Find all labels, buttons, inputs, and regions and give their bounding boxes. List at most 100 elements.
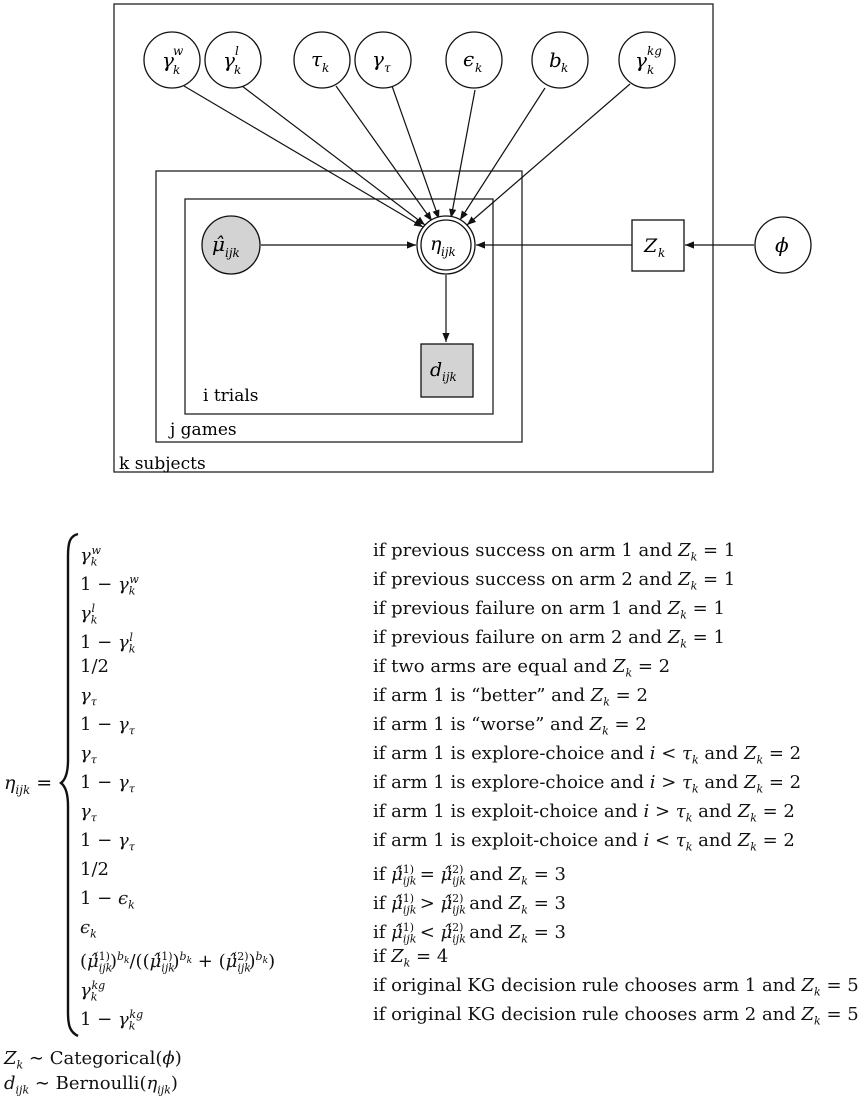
param-node-tau: τ k <box>293 31 351 89</box>
svg-text:k: k <box>475 61 482 75</box>
svg-text:k: k <box>561 61 568 75</box>
parameter-edges <box>183 83 631 228</box>
case-row: γkw if previous success on arm 1 and Zk … <box>80 536 735 569</box>
svg-text:w: w <box>173 44 184 58</box>
case-value: 1/2 <box>80 656 109 677</box>
case-row: 1/2 if two arms are equal and Zk = 2 <box>80 652 670 681</box>
svg-text:μ̂: μ̂ <box>212 232 225 256</box>
case-value: (μ̂ijk(1))bk/((μ̂ijk(1))bk + (μ̂ijk(2))b… <box>80 950 276 975</box>
case-value: 1 − γτ <box>80 714 135 738</box>
case-value: γkw <box>80 544 101 569</box>
svg-text:ϵ: ϵ <box>463 47 474 71</box>
svg-text:ijk: ijk <box>441 245 456 259</box>
svg-text:kg: kg <box>647 44 662 58</box>
case-condition: if previous failure on arm 1 and Zk = 1 <box>373 598 725 622</box>
case-condition: if μ̂ijk(1) < μ̂ijk(2) and Zk = 3 <box>373 921 566 946</box>
svg-text:k: k <box>658 246 665 260</box>
case-condition: if original KG decision rule chooses arm… <box>373 1004 859 1028</box>
case-condition: if arm 1 is exploit-choice and i > τk an… <box>373 801 795 825</box>
plate-subjects <box>113 3 714 473</box>
case-condition: if μ̂ijk(1) > μ̂ijk(2) and Zk = 3 <box>373 892 566 917</box>
case-condition: if previous success on arm 2 and Zk = 1 <box>373 569 736 593</box>
param-node-gamma-w: γ w k <box>143 31 201 89</box>
param-node-gamma-kg: γ kg k <box>618 31 676 89</box>
svg-text:γ: γ <box>372 47 384 71</box>
case-brace <box>59 532 79 1038</box>
d-distribution: dijk ∼ Bernoulli(ηijk) <box>4 1073 178 1097</box>
plate-trials <box>184 198 494 415</box>
plate-label-trials: i trials <box>203 386 259 406</box>
equation-lhs: ηijk = <box>4 772 53 797</box>
case-condition: if Zk = 4 <box>373 946 449 970</box>
plate-games <box>155 170 523 443</box>
case-value: 1 − γkw <box>80 573 139 598</box>
graphical-model-diagram: i trials j games k subjects γ w k γ l k … <box>113 3 812 474</box>
case-condition: if arm 1 is exploit-choice and i < τk an… <box>373 830 795 854</box>
case-value: γkkg <box>80 979 106 1004</box>
svg-text:b: b <box>549 48 562 72</box>
svg-text:k: k <box>322 61 329 75</box>
case-row: 1 − γτ if arm 1 is “worse” and Zk = 2 <box>80 710 647 739</box>
node-z: Z k <box>631 219 685 272</box>
case-value: ϵk <box>80 917 97 941</box>
case-value: γτ <box>80 801 97 825</box>
z-distribution: Zk ∼ Categorical(ϕ) <box>4 1048 182 1072</box>
case-condition: if two arms are equal and Zk = 2 <box>373 656 671 680</box>
svg-text:k: k <box>234 63 241 77</box>
plate-label-games: j games <box>168 420 237 440</box>
case-condition: if arm 1 is explore-choice and i > τk an… <box>373 772 802 796</box>
svg-text:k: k <box>647 63 654 77</box>
svg-text:k: k <box>173 63 180 77</box>
case-condition: if arm 1 is “worse” and Zk = 2 <box>373 714 647 738</box>
svg-text:γ: γ <box>223 48 235 72</box>
svg-text:ijk: ijk <box>225 246 240 260</box>
svg-text:γ: γ <box>162 48 174 72</box>
eta-definition-equation: ηijk = γkw if previous success on arm 1 … <box>0 528 859 1100</box>
node-mu-hat: μ̂ ijk <box>201 215 261 275</box>
case-row: 1 − ϵk if μ̂ijk(1) > μ̂ijk(2) and Zk = 3 <box>80 884 566 917</box>
case-condition: if arm 1 is explore-choice and i < τk an… <box>373 743 802 767</box>
svg-text:Z: Z <box>643 235 658 257</box>
case-row: γτ if arm 1 is explore-choice and i < τk… <box>80 739 801 768</box>
node-d: d ijk <box>420 343 474 398</box>
case-row: 1 − γkkg if original KG decision rule ch… <box>80 1000 859 1033</box>
case-value: γτ <box>80 685 97 709</box>
case-value: γτ <box>80 743 97 767</box>
svg-text:τ: τ <box>384 61 391 75</box>
svg-text:d: d <box>430 359 442 381</box>
case-value: γkl <box>80 602 98 627</box>
case-condition: if μ̂ijk(1) = μ̂ijk(2) and Zk = 3 <box>373 863 566 888</box>
case-value: 1 − γτ <box>80 830 135 854</box>
case-value: 1 − ϵk <box>80 888 135 912</box>
case-row: γkkg if original KG decision rule choose… <box>80 971 859 1004</box>
case-value: 1 − γkl <box>80 631 136 656</box>
svg-text:l: l <box>235 44 239 58</box>
case-row: (μ̂ijk(1))bk/((μ̂ijk(1))bk + (μ̂ijk(2))b… <box>80 942 448 975</box>
param-node-gamma-tau: γ τ <box>354 31 412 89</box>
case-row: γkl if previous failure on arm 1 and Zk … <box>80 594 725 627</box>
case-row: 1 − γτ if arm 1 is explore-choice and i … <box>80 768 801 797</box>
case-row: γτ if arm 1 is “better” and Zk = 2 <box>80 681 648 710</box>
svg-text:η: η <box>430 233 442 255</box>
svg-text:τ: τ <box>311 47 323 71</box>
svg-text:ϕ: ϕ <box>775 233 789 257</box>
svg-text:ijk: ijk <box>442 370 457 384</box>
node-eta: η ijk <box>416 215 476 275</box>
plate-label-subjects: k subjects <box>119 454 206 474</box>
case-row: 1 − γkw if previous success on arm 2 and… <box>80 565 735 598</box>
case-value: 1/2 <box>80 859 109 880</box>
case-row: 1 − γτ if arm 1 is exploit-choice and i … <box>80 826 795 855</box>
param-node-b: b k <box>531 31 589 89</box>
param-node-gamma-l: γ l k <box>204 31 262 89</box>
case-row: ϵk if μ̂ijk(1) < μ̂ijk(2) and Zk = 3 <box>80 913 566 946</box>
case-row: 1 − γkl if previous failure on arm 2 and… <box>80 623 725 656</box>
case-condition: if previous failure on arm 2 and Zk = 1 <box>373 627 725 651</box>
case-row: γτ if arm 1 is exploit-choice and i > τk… <box>80 797 795 826</box>
case-value: 1 − γkkg <box>80 1008 144 1033</box>
case-condition: if arm 1 is “better” and Zk = 2 <box>373 685 648 709</box>
case-condition: if previous success on arm 1 and Zk = 1 <box>373 540 736 564</box>
node-phi: ϕ <box>754 216 812 274</box>
param-node-epsilon: ϵ k <box>445 31 503 89</box>
case-row: 1/2 if μ̂ijk(1) = μ̂ijk(2) and Zk = 3 <box>80 855 566 888</box>
case-value: 1 − γτ <box>80 772 135 796</box>
